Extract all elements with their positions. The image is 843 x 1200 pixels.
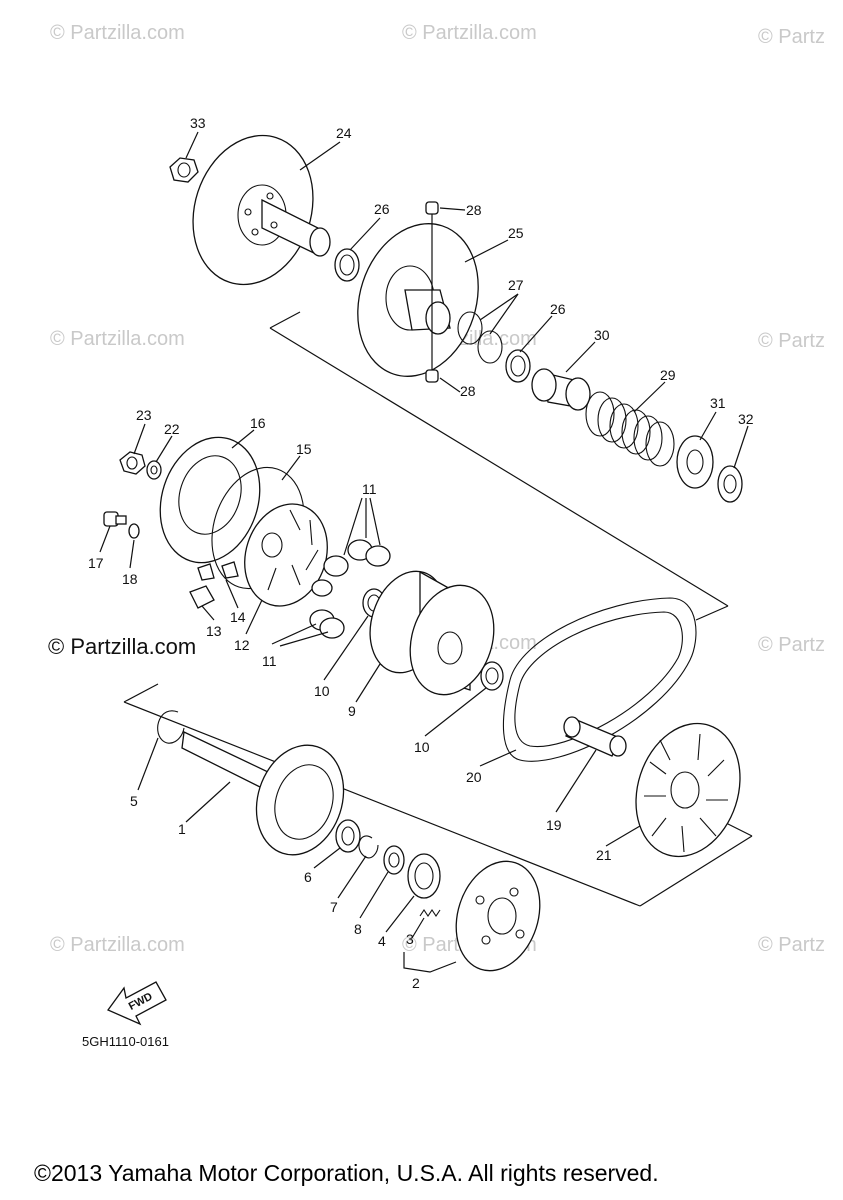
part-14-slider[interactable] — [197, 561, 239, 581]
part-33-nut[interactable] — [169, 157, 199, 183]
callout-10: 10 — [414, 739, 430, 755]
part-1-secondary-shaft[interactable] — [181, 731, 357, 866]
part-26-oil-seal-lower[interactable] — [505, 349, 531, 383]
callout-19: 19 — [546, 817, 562, 833]
part-13-slider[interactable] — [189, 585, 215, 609]
callout-7: 7 — [330, 899, 338, 915]
callout-31: 31 — [710, 395, 726, 411]
callout-16: 16 — [250, 415, 266, 431]
callout-15: 15 — [296, 441, 312, 457]
reference-lines — [123, 311, 753, 907]
watermark: © Partz — [758, 934, 825, 956]
part-23-nut[interactable] — [119, 451, 146, 475]
callout-4: 4 — [378, 933, 386, 949]
watermark: © Partzilla.com — [50, 22, 185, 44]
callout-12: 12 — [234, 637, 250, 653]
callout-6: 6 — [304, 869, 312, 885]
watermark: © Partz — [758, 634, 825, 656]
watermark: © Partz — [758, 330, 825, 352]
part-7-circlip[interactable] — [358, 835, 379, 859]
part-2-clutch-carrier[interactable] — [443, 850, 554, 981]
callout-26: 26 — [374, 201, 390, 217]
callout-1: 1 — [178, 821, 186, 837]
callout-25: 25 — [508, 225, 524, 241]
part-8-collar[interactable] — [383, 845, 405, 875]
callout-27: 27 — [508, 277, 524, 293]
watermark: © Partzilla.com — [50, 934, 185, 956]
part-19-collar-shaft[interactable] — [563, 716, 627, 757]
watermark: © Partzilla.com — [50, 328, 185, 350]
callout-11: 11 — [362, 481, 377, 497]
callout-26: 26 — [550, 301, 566, 317]
part-25-sliding-sheave[interactable] — [339, 208, 498, 392]
callout-9: 9 — [348, 703, 356, 719]
part-4-nut[interactable] — [407, 853, 441, 899]
part-26-oil-seal-upper[interactable] — [334, 248, 360, 282]
watermark-strong: © Partzilla.com — [48, 634, 197, 659]
callout-23: 23 — [136, 407, 152, 423]
callout-24: 24 — [336, 125, 352, 141]
callout-2: 2 — [412, 975, 420, 991]
copyright-notice: ©2013 Yamaha Motor Corporation, U.S.A. A… — [34, 1160, 659, 1186]
callout-13: 13 — [206, 623, 222, 639]
part-18-washer[interactable] — [128, 523, 140, 539]
callout-8: 8 — [354, 921, 362, 937]
part-32-nut[interactable] — [717, 465, 743, 503]
callout-11: 11 — [262, 653, 277, 669]
callout-33: 33 — [190, 115, 206, 131]
part-22-washer[interactable] — [146, 460, 162, 480]
part-3-spring[interactable] — [419, 909, 441, 917]
callout-28: 28 — [460, 383, 476, 399]
part-11-weight-rollers[interactable] — [271, 497, 391, 647]
part-31-washer[interactable] — [676, 435, 714, 489]
callout-22: 22 — [164, 421, 180, 437]
part-20-v-belt[interactable] — [502, 597, 697, 762]
part-30-collar[interactable] — [531, 368, 591, 411]
callout-5: 5 — [130, 793, 138, 809]
part-6-bearing[interactable] — [335, 819, 361, 853]
callout-10: 10 — [314, 683, 330, 699]
callout-28: 28 — [466, 202, 482, 218]
part-9-primary-pulley[interactable] — [358, 561, 508, 705]
callout-numbers: 33 24 26 28 25 27 26 30 28 29 31 32 23 2… — [88, 115, 754, 991]
part-29-compression-spring[interactable] — [585, 391, 675, 467]
fwd-arrow: FWD — [106, 981, 167, 1026]
part-10-collar-lower[interactable] — [480, 661, 504, 691]
callout-leaders — [99, 131, 749, 973]
watermark: © Partzilla.com — [402, 22, 537, 44]
callout-30: 30 — [594, 327, 610, 343]
part-28-guide-pins[interactable] — [425, 201, 439, 383]
callout-20: 20 — [466, 769, 482, 785]
callout-32: 32 — [738, 411, 754, 427]
callout-14: 14 — [230, 609, 246, 625]
part-24-primary-sheave[interactable] — [174, 120, 331, 300]
part-21-cooling-fan[interactable] — [619, 710, 756, 870]
callout-17: 17 — [88, 555, 104, 571]
watermark: © Partz — [758, 26, 825, 48]
part-27-o-rings[interactable] — [457, 311, 503, 364]
part-17-bolt[interactable] — [103, 511, 127, 527]
callout-3: 3 — [406, 931, 414, 947]
callout-18: 18 — [122, 571, 138, 587]
part-16-cam-plate[interactable] — [145, 424, 276, 575]
callout-29: 29 — [660, 367, 676, 383]
callout-21: 21 — [596, 847, 612, 863]
diagram-code: 5GH1110-0161 — [82, 1034, 169, 1049]
part-5-circlip[interactable] — [157, 710, 185, 744]
